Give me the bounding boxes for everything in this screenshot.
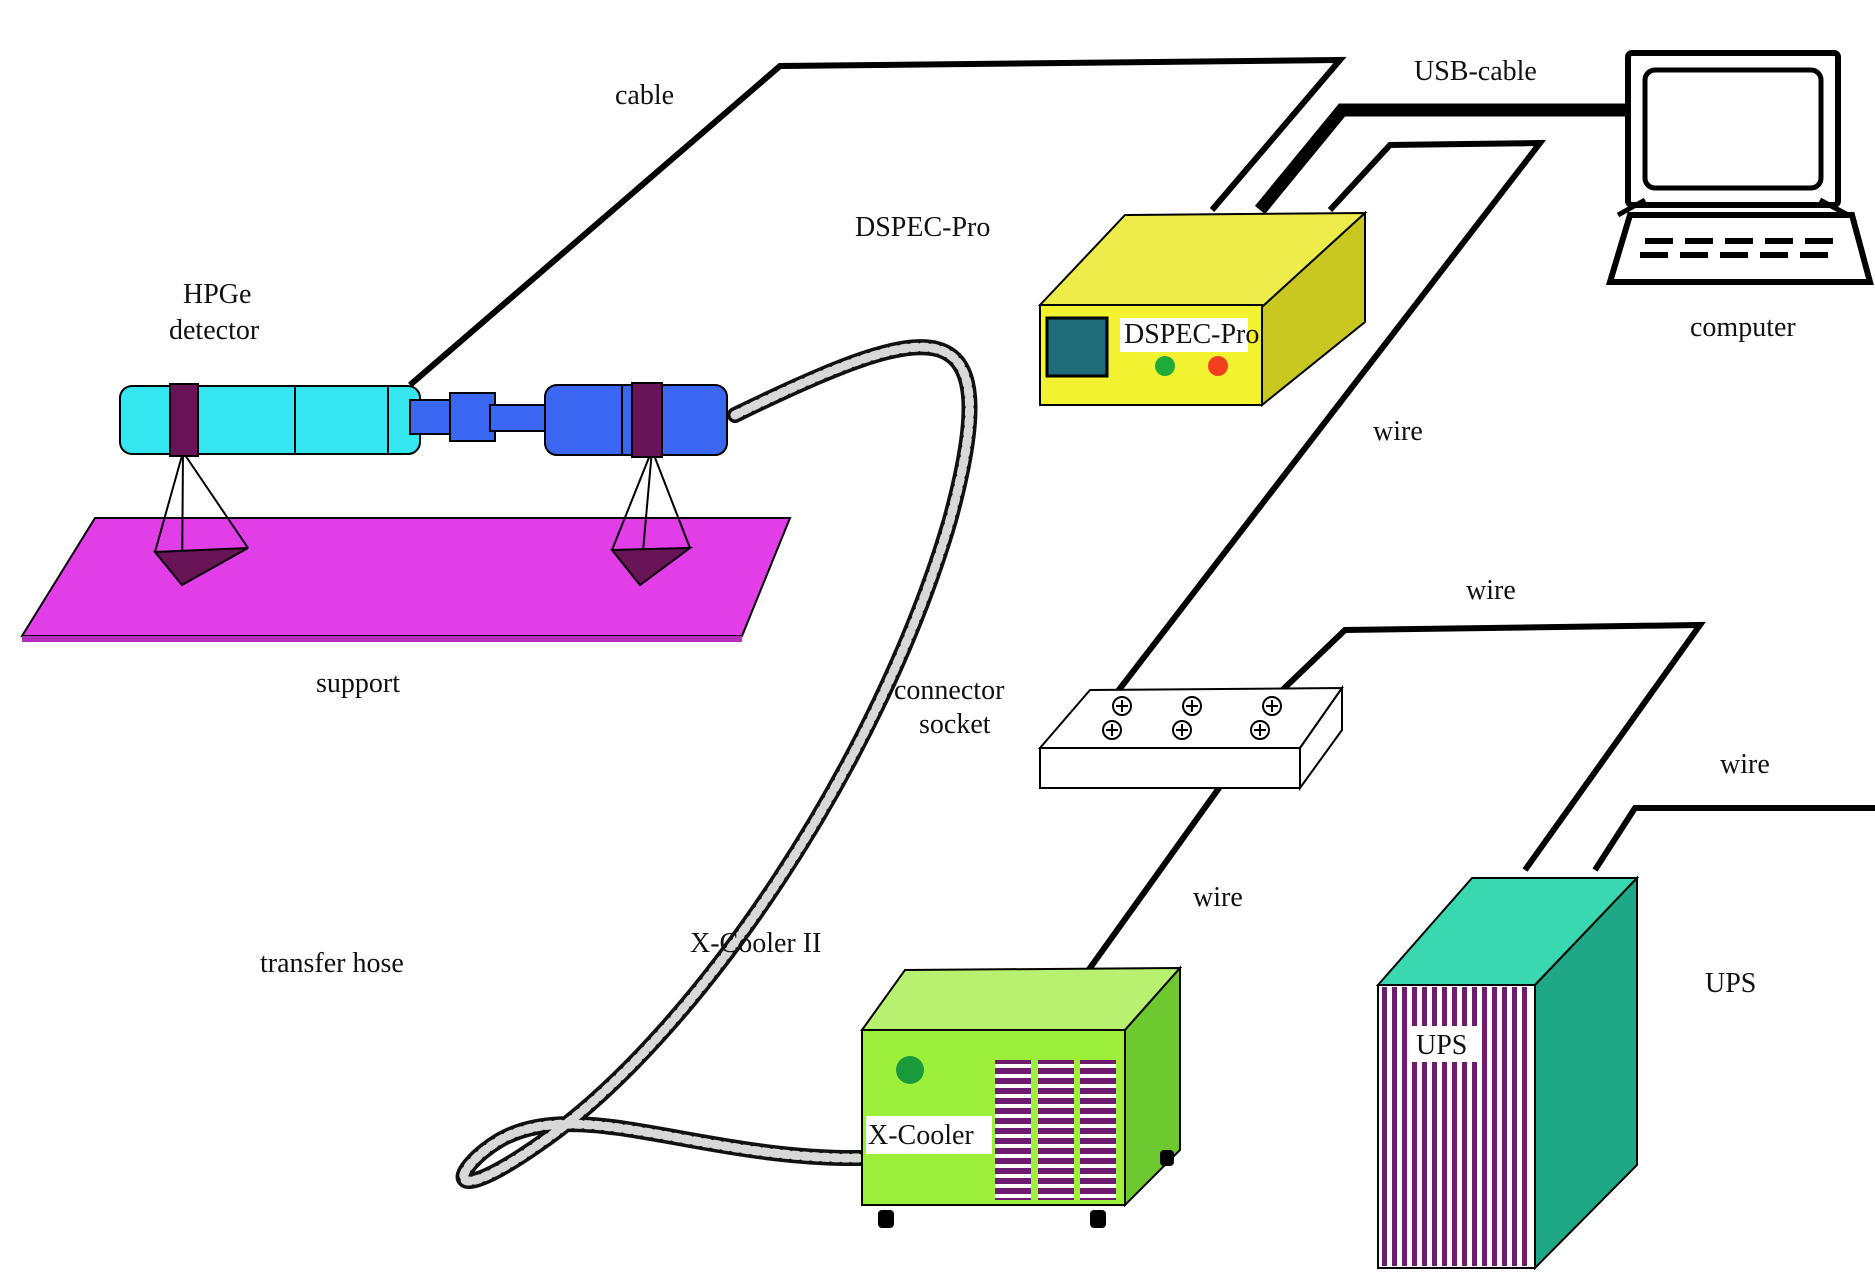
hpge-detector [119,382,728,587]
green-led-icon [1155,356,1175,376]
connector-socket [1037,684,1344,792]
wire-label-xcooler: wire [1193,882,1243,913]
wire-label-right: wire [1720,749,1770,780]
ups-box-label: UPS [1416,1030,1467,1061]
transfer-hose-label: transfer hose [260,948,404,979]
power-button-icon [896,1056,924,1084]
vent-grille [995,1060,1116,1200]
ups-wire [1269,621,1706,872]
support-table [20,517,792,642]
computer-icon [1605,50,1874,285]
dspec-label-bg [1120,318,1248,352]
dspec-pro-title: DSPEC-Pro [855,212,990,243]
wire-label-ups-top: wire [1466,575,1516,606]
mains-wire [1592,805,1875,872]
socket-outlets [1102,696,1282,740]
wire-label-dspec: wire [1373,416,1423,447]
detector-cable [408,56,1347,388]
usb-cable [1254,103,1645,215]
computer-label: computer [1690,312,1796,343]
dspec-wire [1112,139,1547,697]
usb-cable-label: USB-cable [1414,56,1537,87]
x-cooler-device [860,965,1183,1228]
red-led-icon [1208,356,1228,376]
dspec-pro-device [1037,210,1368,408]
dspec-pro-box-label: DSPEC-Pro [1124,319,1259,350]
support-label: support [316,668,400,699]
xcooler-label-bg [866,1116,992,1154]
xcooler-title: X-Cooler II [690,928,821,959]
ups-device [1375,875,1640,1271]
hpge-label-line2: detector [169,315,260,346]
cable-label: cable [615,80,674,111]
ups-label-bg [1410,1026,1480,1062]
ups-title: UPS [1705,968,1756,999]
xcooler-box-label: X-Cooler [868,1120,974,1151]
labels: cable USB-cable computer DSPEC-Pro DSPEC… [169,56,1796,1154]
connector-label-line2: socket [919,709,991,740]
connector-label-line1: connector [894,675,1005,706]
hpge-label-line1: HPGe [183,279,251,310]
transfer-hose [455,339,978,1189]
